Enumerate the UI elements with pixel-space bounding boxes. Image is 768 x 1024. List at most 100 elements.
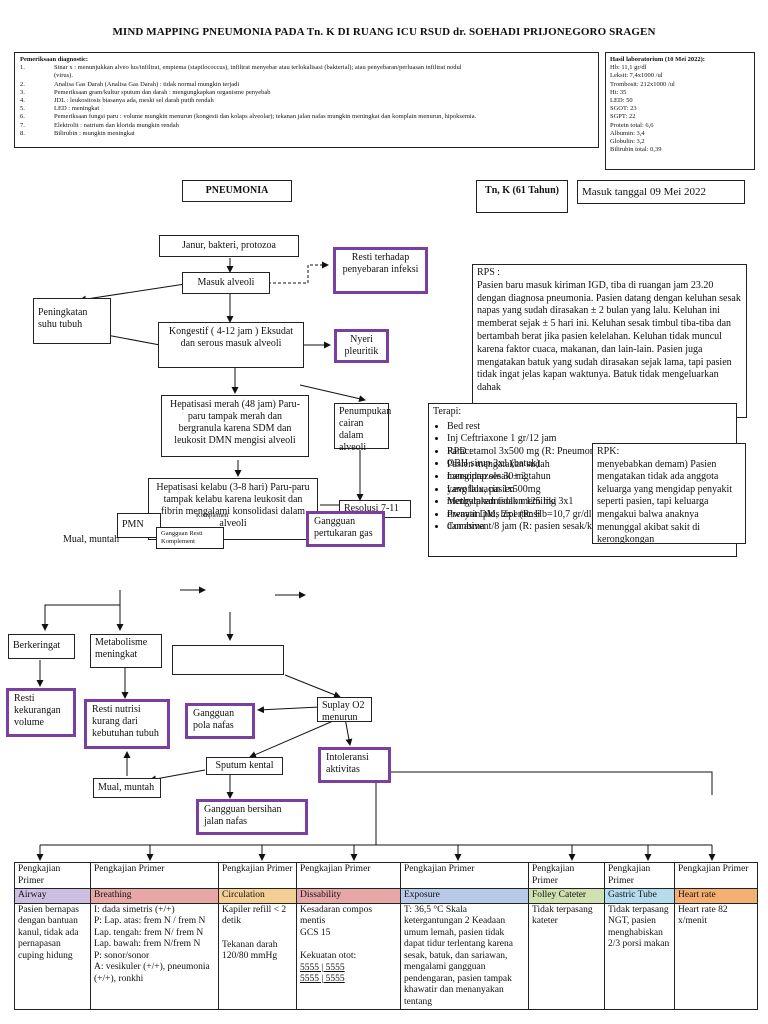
sputum-box: Sputum kental (206, 757, 283, 775)
table-category-cell: Gastric Tube (604, 888, 675, 904)
overlap-komplemen-label: Komplemen (196, 512, 229, 519)
terapi-label: Terapi: (433, 406, 462, 417)
pola-nafas-box: Gangguan pola nafas (185, 703, 255, 739)
diagnostic-row: 8.Bilirubin : mungkin meningkat (20, 130, 593, 138)
rps-label: RPS : (477, 267, 501, 278)
dissability-line: Kekuatan otot: (300, 951, 357, 961)
terapi-item: Bed rest (447, 421, 732, 434)
heart-rate-cell: Heart rate 82 x/menit (674, 902, 758, 1010)
empty-box (172, 645, 284, 675)
lab-line: Bilirubin total: 0,39 (610, 146, 662, 154)
diagnostic-num: 1. (20, 64, 25, 72)
table-header-cell: Pengkajian Primer (218, 862, 297, 889)
intoleransi-box: Intoleransi aktivitas (318, 747, 391, 783)
diagnostic-text: Pemeriksaan fungsi paru : volume mungkin… (54, 113, 477, 121)
dissability-line: GCS 15 (300, 927, 331, 938)
terapi-item: Methylprednisolon 125 mg 3x1 (447, 496, 732, 509)
lab-line: Hb: 11,1 gr/dl (610, 64, 647, 72)
lab-line: Trombosit: 212x1000 /ul (610, 80, 675, 88)
masuk-alveoli-box: Masuk alveoli (182, 272, 270, 294)
diagnostic-text: Pemeriksaan gram/kultur sputum dan darah… (54, 88, 271, 96)
folley-cell: Tidak terpasang kateter (528, 902, 605, 1010)
table-category-cell: Dissability (296, 888, 401, 904)
lab-line: Ht: 35 (610, 88, 627, 96)
lab-line: Albumin: 3,4 (610, 129, 645, 137)
exposure-cell: T: 36,5 °C Skala ketergantungan 2 Keadaa… (400, 902, 529, 1010)
diagnostic-row: 7.Elektrolit : natrium dan klorida mungk… (20, 122, 593, 130)
lab-results-box: Hasil laboratorium (10 Mei 2022): Hb: 11… (605, 52, 755, 170)
diagnostic-num: 4. (20, 97, 25, 105)
table-header-cell: Pengkajian Primer (90, 862, 219, 889)
terapi-item: Prenatin plus 2x1 (R: Hb=10,7 gr/dl) (447, 509, 732, 522)
kongestif-box: Kongestif ( 4-12 jam ) Eksudat dan serou… (158, 322, 304, 368)
suplay-o2-box: Suplay O2 menurun (317, 697, 372, 723)
diagnostic-text: Analisa Gas Darah (Analisa Gas Darah) : … (54, 80, 240, 88)
breathing-line: Lap. bawah: frem N/frem N (94, 939, 201, 949)
dissability-line: 5555 | 5555 (300, 962, 345, 973)
rpd-line: Pasien mengatakan sudah (447, 458, 550, 470)
table-header-cell: Pengkajian Primer (14, 862, 91, 889)
diagnostic-row: 4. JDL : leukositosis biasanya ada, meski… (20, 97, 593, 105)
rps-text: Pasien baru masuk kiriman IGD, tiba di r… (477, 279, 741, 394)
breathing-line: Lap. tengah: frem N/ frem N (94, 927, 204, 938)
terapi-item: Combivent/8 jam (R: pasien sesak/kesulit… (447, 521, 732, 534)
circulation-line: Tekanan darah 120/80 mmHg (222, 939, 278, 962)
table-category-cell: Airway (14, 888, 91, 904)
mual-muntah-box: Mual, muntah (93, 778, 161, 798)
table-header-cell: Pengkajian Primer (604, 862, 675, 889)
rpd-line: mengatakan tidak memiliki (447, 496, 557, 507)
bersihan-jalan-nafas-box: Gangguan bersihan jalan nafas (196, 799, 308, 835)
diagnostic-text: Elektrolit : natrium dan klorida mungkin… (54, 121, 179, 129)
diagnostic-num: 3. (20, 88, 25, 96)
lab-line: Leksit: 7,4x1000 /ul (610, 72, 663, 80)
table-header-cell: Pengkajian Primer (674, 862, 758, 889)
table-category-cell: Exposure (400, 888, 529, 904)
resti-nutrisi-box: Resti nutrisi kurang dari kebutuhan tubu… (84, 699, 170, 749)
table-content-row: Pasien bernapas dengan bantuan kanul, ti… (14, 902, 758, 1010)
diagnostic-num: 6. (20, 113, 25, 121)
diagnostic-num: 5. (20, 105, 25, 113)
table-header-cell: Pengkajian Primer (400, 862, 529, 889)
rpk-label: RPK: (597, 446, 620, 457)
table-category-cell: Folley Cateter (528, 888, 605, 904)
diagnostic-list: 1. Sinar x : menunjukkan alveo lus/infilt… (20, 64, 593, 138)
pmn-box: PMN (117, 513, 161, 538)
diagnostic-text: JDL : leukositosis biasanya ada, meski s… (54, 97, 214, 105)
lab-heading: Hasil laboratorium (10 Mei 2022): (610, 56, 705, 63)
admission-box: Masuk tanggal 09 Mei 2022 (577, 180, 745, 204)
rpd-line: riwayat DM, hipertensi (447, 508, 541, 520)
terapi-item: Lansoprazole 30 mg (447, 471, 732, 484)
table-header-cell: Pengkajian Primer (528, 862, 605, 889)
breathing-line: P: Lap. atas: frem N / frem N (94, 916, 206, 926)
gangguan-pertukaran-gas-box: Gangguan pertukaran gas (306, 511, 385, 547)
diagnostic-row: 6. Pemeriksaan fungsi paru : volume mungk… (20, 113, 593, 121)
mual-muntah-top: Mual, muntah (63, 534, 120, 545)
diagnostic-num: 8. (20, 129, 25, 137)
diagnostic-row: 1. Sinar x : menunjukkan alveo lus/infilt… (20, 64, 593, 72)
diagnostic-text: Sinar x : menunjukkan alveo lus/infiltra… (54, 64, 462, 72)
circulation-line: Kapiler refill < 2 detik (222, 904, 287, 927)
hepatisasi-kelabu-box: Hepatisasi kelabu (3-8 hari) Paru-paru t… (148, 478, 318, 540)
overlap-pmn-box: Gangguan Resti Komplement (156, 527, 224, 549)
diagnostic-heading: Pemeriksaan diagnostic: (20, 56, 89, 63)
diagnostic-row: 5.LED : meningkat (20, 105, 593, 113)
table-category-cell: Breathing (90, 888, 219, 904)
rpd-line: mengidap sesak ± 2 tahun (447, 471, 551, 482)
patient-box: Tn, K (61 Tahun) (476, 180, 568, 213)
breathing-line: I: dada simetris (+/+) (94, 904, 175, 915)
table-header-cell: Pengkajian Primer (296, 862, 401, 889)
nyeri-box: Nyeri pleuritik (334, 329, 389, 363)
terapi-item: Inj Ceftriaxone 1 gr/12 jam (447, 433, 732, 446)
hepatisasi-merah-box: Hepatisasi merah (48 jam) Paru-paru tamp… (161, 395, 309, 457)
diagnostic-row: 2.Analisa Gas Darah (Analisa Gas Darah) … (20, 81, 593, 89)
rpd-line: dan asma (447, 521, 485, 532)
dissability-line: Kesadaran compos mentis (300, 904, 373, 927)
rpd-line: yang lalu, pasien (447, 483, 515, 495)
suhu-box: Peningkatan suhu tubuh (33, 298, 111, 344)
janur-box: Janur, bakteri, protozoa (159, 235, 299, 257)
